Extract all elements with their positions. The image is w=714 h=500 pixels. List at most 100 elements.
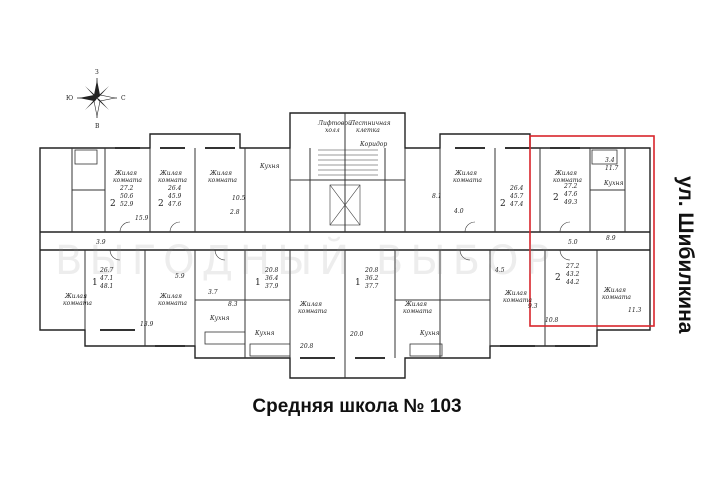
area-full: 49.3 xyxy=(563,199,578,206)
svg-text:10.8: 10.8 xyxy=(545,317,559,324)
living-label-2: комната xyxy=(298,308,327,315)
area-total: 26.4 xyxy=(167,185,182,192)
room-count: 1 xyxy=(355,278,361,288)
area-living: 47.1 xyxy=(99,275,113,282)
svg-text:11.3: 11.3 xyxy=(628,307,642,314)
top-apartment-2: Жилая комната 2 26.4 45.9 47.6 xyxy=(158,170,187,209)
bottom-apartment-3: 1 20.8 36.2 37.7 Жилая комната Кухня xyxy=(355,267,439,337)
svg-text:13.9: 13.9 xyxy=(140,321,154,328)
area-living: 45.9 xyxy=(167,193,182,200)
room-count: 1 xyxy=(92,278,98,288)
living-label-2: комната xyxy=(453,177,482,184)
compass-east: С xyxy=(121,95,126,102)
living-label: Жилая xyxy=(299,301,322,308)
svg-text:9.3: 9.3 xyxy=(528,303,538,310)
living-label-2: комната xyxy=(113,177,142,184)
area-total: 27.2 xyxy=(565,263,580,270)
stair-label: Лестничная xyxy=(349,120,391,127)
bottom-apartment-4: 2 27.2 43.2 44.2 Жилая комната Жилая ком… xyxy=(503,263,631,304)
living-label-2: комната xyxy=(158,300,187,307)
svg-text:20.0: 20.0 xyxy=(349,331,364,338)
bottom-apartment-2: 1 20.8 36.4 37.9 Жилая комната Кухня xyxy=(254,267,327,337)
svg-text:8.3: 8.3 xyxy=(228,301,238,308)
living-label: Жилая xyxy=(504,290,527,297)
kitchen-label: Кухня xyxy=(259,163,279,170)
svg-text:3.7: 3.7 xyxy=(208,289,218,296)
living-label: Жилая xyxy=(159,170,182,177)
svg-text:4.5: 4.5 xyxy=(494,267,505,274)
svg-text:3.9: 3.9 xyxy=(96,239,106,246)
kitchen-label: Кухня xyxy=(254,330,274,337)
area-full: 47.6 xyxy=(167,201,182,208)
area-living: 50.6 xyxy=(120,193,134,200)
compass-west: Ю xyxy=(66,95,73,102)
svg-text:5.0: 5.0 xyxy=(568,239,578,246)
svg-text:8.9: 8.9 xyxy=(606,235,616,242)
area-full: 48.1 xyxy=(99,283,113,290)
area-total: 26.7 xyxy=(99,267,114,274)
room-area-labels: 15.9 10.5 8.1 5.0 3.9 3.4 11.7 8.9 10.8 … xyxy=(96,157,642,350)
living-label-2: комната xyxy=(208,177,237,184)
svg-text:3.4: 3.4 xyxy=(605,157,615,164)
svg-text:11.7: 11.7 xyxy=(605,165,619,172)
living-label-2: комната xyxy=(403,308,432,315)
area-total: 27.2 xyxy=(119,185,134,192)
area-full: 52.9 xyxy=(120,201,134,208)
street-label: ул. Шибилкина xyxy=(674,176,697,334)
top-kitchen-1: Кухня Жилая комната xyxy=(208,163,279,184)
top-apartment-3: Жилая комната 2 26.4 45.7 47.4 xyxy=(453,170,524,209)
living-label: Жилая xyxy=(114,170,137,177)
area-total: 27.2 xyxy=(563,183,578,190)
kitchen-label: Кухня xyxy=(209,315,229,322)
living-label-2: комната xyxy=(63,300,92,307)
living-label-2: комната xyxy=(553,177,582,184)
corridor-label: Коридор xyxy=(359,141,387,148)
room-count: 2 xyxy=(553,193,559,203)
living-label-2: комната xyxy=(602,294,631,301)
area-living: 43.2 xyxy=(565,271,580,278)
living-label: Жилая xyxy=(404,301,427,308)
room-count: 2 xyxy=(158,199,164,209)
svg-text:2.8: 2.8 xyxy=(229,209,240,216)
area-total: 20.8 xyxy=(364,267,379,274)
room-count: 2 xyxy=(555,273,561,283)
area-full: 47.4 xyxy=(509,201,524,208)
area-total: 20.8 xyxy=(264,267,279,274)
school-label: Средняя школа № 103 xyxy=(252,396,462,417)
kitchen-label: Кухня xyxy=(603,180,623,187)
top-apartment-4: Жилая комната 2 27.2 47.6 49.3 Кухня xyxy=(553,170,623,206)
svg-text:10.5: 10.5 xyxy=(232,195,246,202)
compass-rose-icon: З В Ю С xyxy=(66,69,126,130)
room-count: 2 xyxy=(110,199,116,209)
kitchen-label: Кухня xyxy=(419,330,439,337)
living-label: Жилая xyxy=(603,287,626,294)
living-label-2: комната xyxy=(158,177,187,184)
room-count: 2 xyxy=(500,199,506,209)
area-full: 37.7 xyxy=(365,283,379,290)
room-count: 1 xyxy=(255,278,261,288)
svg-text:5.9: 5.9 xyxy=(175,273,185,280)
svg-text:8.1: 8.1 xyxy=(432,193,442,200)
area-living: 36.2 xyxy=(365,275,379,282)
svg-text:20.8: 20.8 xyxy=(299,343,314,350)
lift-hall-label-2: холл xyxy=(325,127,340,134)
living-label: Жилая xyxy=(159,293,182,300)
bottom-apartment-1: 1 26.7 47.1 48.1 Жилая комната Жилая ком… xyxy=(63,267,229,322)
area-living: 36.4 xyxy=(265,275,279,282)
lift-hall-label: Лифтовой xyxy=(317,120,352,127)
area-total: 26.4 xyxy=(509,185,524,192)
compass-north: З xyxy=(95,69,99,76)
living-label: Жилая xyxy=(209,170,232,177)
living-label: Жилая xyxy=(554,170,577,177)
top-apartment-1: Жилая комната 2 27.2 50.6 52.9 xyxy=(110,170,142,209)
svg-text:4.0: 4.0 xyxy=(453,208,464,215)
area-living: 47.6 xyxy=(563,191,578,198)
living-label: Жилая xyxy=(454,170,477,177)
area-full: 44.2 xyxy=(565,279,580,286)
selected-apartment-highlight xyxy=(529,135,655,327)
svg-text:15.9: 15.9 xyxy=(135,215,149,222)
living-label-2: комната xyxy=(503,297,532,304)
area-living: 45.7 xyxy=(509,193,524,200)
living-label: Жилая xyxy=(64,293,87,300)
